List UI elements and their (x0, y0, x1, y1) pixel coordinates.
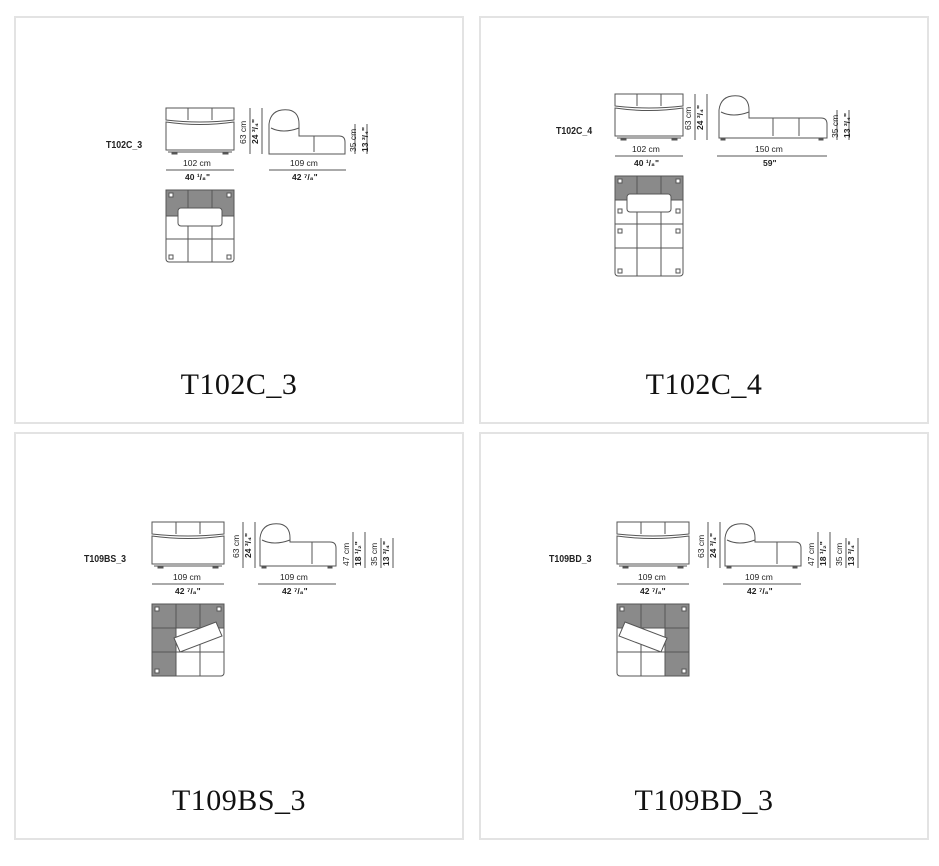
side-view-drawing (268, 109, 346, 155)
plan-view-drawing (151, 603, 225, 677)
front-width-cm: 102 cm (632, 144, 660, 154)
front-width-cm: 102 cm (183, 158, 211, 168)
product-caption: T109BD_3 (634, 784, 774, 817)
height-cm: 63 cm (683, 106, 693, 130)
front-width-in: 42 ⁷/₈" (175, 586, 201, 596)
arm-cm: 47 cm (341, 542, 351, 566)
technical-drawing (165, 107, 368, 263)
height-in: 24 ³/₄" (695, 104, 705, 130)
height-in: 24 ³/₄" (708, 532, 718, 558)
plan-view-drawing (616, 603, 690, 677)
side-width-in: 42 ⁷/₈" (292, 172, 318, 182)
height-cm: 63 cm (696, 534, 706, 558)
technical-drawing (151, 521, 394, 677)
front-width-in: 40 ¹/₈" (634, 158, 660, 168)
seat-cm: 35 cm (834, 542, 844, 566)
arm-cm: 47 cm (806, 542, 816, 566)
side-width-cm: 109 cm (280, 572, 308, 582)
height-cm: 63 cm (238, 120, 248, 144)
front-width-in: 40 ¹/₈" (185, 172, 211, 182)
height-in: 24 ³/₄" (250, 118, 260, 144)
front-width-cm: 109 cm (638, 572, 666, 582)
seat-in: 13 ³/₄" (842, 112, 852, 138)
side-width-in: 42 ⁷/₈" (282, 586, 308, 596)
plan-view-drawing (165, 189, 235, 263)
height-in: 24 ³/₄" (243, 532, 253, 558)
seat-in: 13 ³/₄" (360, 126, 370, 152)
seat-cm: 35 cm (830, 114, 840, 138)
product-card-t109bd-3[interactable]: T109BD_3 63 cm 24 ³/₄" 47 cm 18 ¹/₂" 35 … (479, 432, 929, 840)
product-caption: T109BS_3 (171, 784, 307, 817)
seat-in: 13 ³/₄" (381, 540, 391, 566)
front-view-drawing (616, 521, 690, 569)
side-view-drawing (718, 95, 828, 141)
arm-in: 18 ¹/₂" (353, 541, 363, 566)
front-view-drawing (614, 93, 684, 141)
product-caption: T102C_4 (645, 368, 763, 401)
side-width-cm: 109 cm (290, 158, 318, 168)
seat-cm: 35 cm (369, 542, 379, 566)
front-view-drawing (165, 107, 235, 155)
product-card-t102c-3[interactable]: T102C_3 63 cm 24 ³/₄" 35 cm 13 ³/₄" 102 … (14, 16, 464, 424)
product-code: T102C_3 (106, 140, 143, 151)
seat-cm: 35 cm (348, 128, 358, 152)
technical-drawing (616, 521, 859, 677)
front-width-cm: 109 cm (173, 572, 201, 582)
seat-in: 13 ³/₄" (846, 540, 856, 566)
product-caption: T102C_3 (180, 368, 298, 401)
side-view-drawing (724, 523, 802, 569)
plan-view-drawing (614, 175, 684, 277)
front-view-drawing (151, 521, 225, 569)
front-width-in: 42 ⁷/₈" (640, 586, 666, 596)
technical-drawing (614, 93, 850, 277)
product-code: T102C_4 (556, 126, 593, 137)
product-card-t109bs-3[interactable]: T109BS_3 63 cm 24 ³/₄" 47 cm 18 ¹/₂" 35 … (14, 432, 464, 840)
arm-in: 18 ¹/₂" (818, 541, 828, 566)
product-code: T109BS_3 (84, 554, 127, 565)
side-view-drawing (259, 523, 337, 569)
side-width-cm: 109 cm (745, 572, 773, 582)
side-width-cm: 150 cm (755, 144, 783, 154)
height-cm: 63 cm (231, 534, 241, 558)
side-width-in: 59" (763, 158, 777, 168)
product-card-t102c-4[interactable]: T102C_4 63 cm 24 ³/₄" 35 cm 13 ³/₄" 102 … (479, 16, 929, 424)
side-width-in: 42 ⁷/₈" (747, 586, 773, 596)
product-code: T109BD_3 (549, 554, 592, 565)
